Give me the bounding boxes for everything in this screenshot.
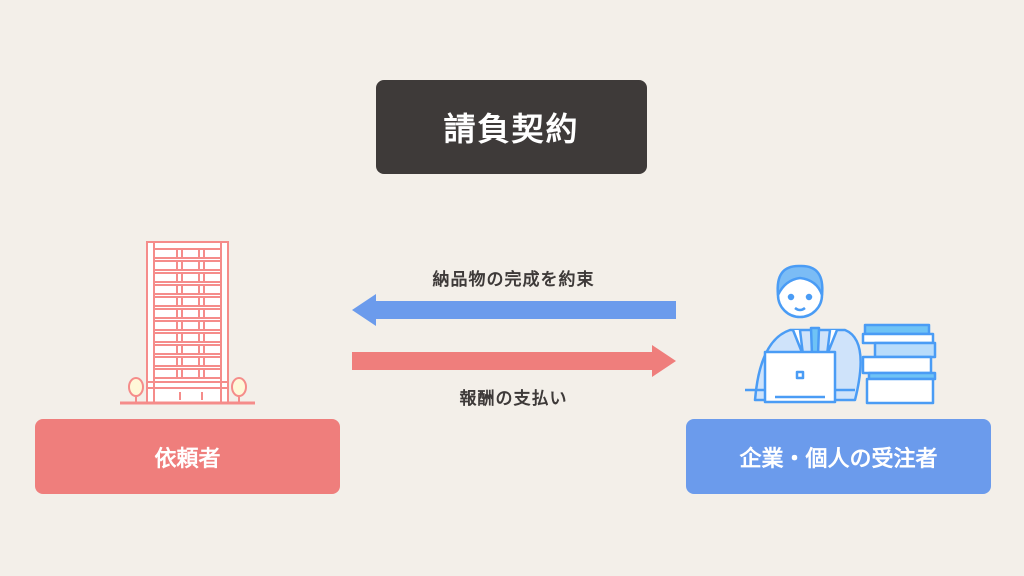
arrow-to-contractor (352, 345, 676, 377)
client-box: 依頼者 (35, 419, 340, 494)
deliverable-promise-label: 納品物の完成を約束 (432, 270, 595, 290)
businessperson-icon (745, 264, 937, 405)
contractor-box: 企業・個人の受注者 (686, 419, 991, 494)
contract-title: 請負契約 (376, 80, 647, 174)
payment-label: 報酬の支払い (459, 389, 568, 409)
building-icon (120, 241, 255, 405)
arrow-to-client (352, 294, 676, 326)
